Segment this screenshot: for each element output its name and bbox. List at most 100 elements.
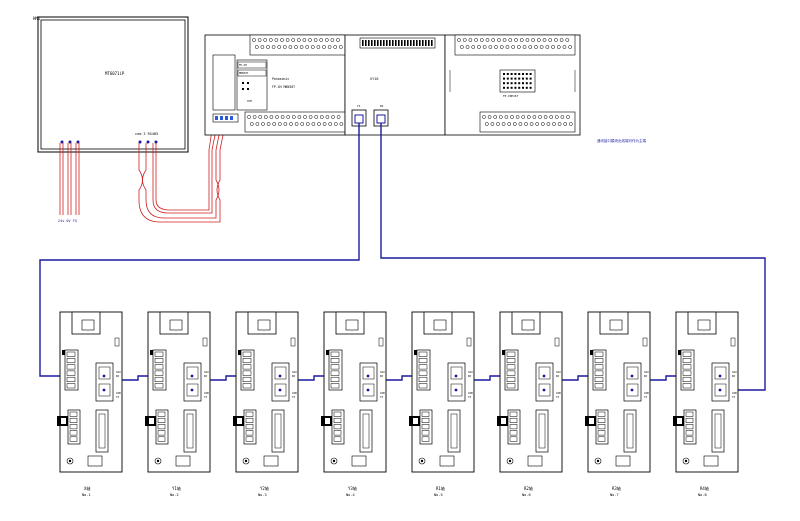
hmi-power-label: 24v 0V FG <box>58 219 77 223</box>
drive-port-label: TX <box>116 395 120 399</box>
drive-axis-caption: X轴 <box>84 485 90 491</box>
drive-port-label: TX <box>468 395 472 399</box>
drive-port-label: RX <box>292 374 296 378</box>
drive-port-label: X2B <box>644 391 649 395</box>
port-x2b-dot-2 <box>190 388 194 392</box>
hmi-corner-label: HMI <box>33 16 41 21</box>
drive-port-label: X2A <box>204 370 209 374</box>
port-x2b-dot-7 <box>630 388 634 392</box>
port-x2a-dot-3 <box>278 374 282 378</box>
expansion-bottom-terminals <box>482 115 573 126</box>
drive-number: No.3 <box>258 493 267 497</box>
drive-port-label: RX <box>380 374 384 378</box>
drive-number: No.2 <box>170 493 179 497</box>
port-right-label: R1 <box>380 104 384 108</box>
hmi-rs485-terminals <box>138 140 158 144</box>
drive-number: No.5 <box>434 493 443 497</box>
expansion-unit: FP-X0E16T <box>444 34 581 136</box>
drive-number: No.4 <box>346 493 355 497</box>
port-x2a-dot-8 <box>718 374 722 378</box>
hmi-power-terminals <box>60 140 80 144</box>
plc-comm-label: COM <box>247 99 252 103</box>
drive-number: No.1 <box>82 493 91 497</box>
comm-module: XY16 T1 R1 <box>344 34 446 136</box>
drive-number: No.8 <box>698 493 707 497</box>
rs485-wires <box>138 120 225 223</box>
drive-port-label: X2A <box>468 370 473 374</box>
port-x2b-dot-6 <box>542 388 546 392</box>
port-x2a-dot-6 <box>542 374 546 378</box>
drive-axis-caption: R1轴 <box>436 485 445 491</box>
drive-port-label: RX <box>204 374 208 378</box>
drive-port-label: X2B <box>204 391 209 395</box>
servo-drives: X2ARXX2BTXX轴No.1X2ARXX2BTXY1轴No.2X2ARXX2… <box>57 311 739 497</box>
expansion-top-terminals <box>457 38 573 49</box>
plc-bottom-terminals <box>247 115 344 126</box>
hmi-panel: HMI MT6071iP com 3 RS485 <box>33 16 189 153</box>
plc-top-terminals <box>252 38 343 49</box>
expansion-io-leds <box>503 73 532 89</box>
drive-port-label: RX <box>468 374 472 378</box>
comm-module-label: XY16 <box>370 77 378 81</box>
drive-axis-caption: R4轴 <box>700 485 709 491</box>
drive-port-label: X2A <box>380 370 385 374</box>
comm-module-pins <box>362 40 433 46</box>
drive-port-label: X2A <box>116 370 121 374</box>
drive-port-label: TX <box>292 395 296 399</box>
drive-port-label: X2A <box>292 370 297 374</box>
drive-port-label: RX <box>644 374 648 378</box>
drive-axis-caption: Y2轴 <box>260 485 269 491</box>
drive-port-label: X2B <box>380 391 385 395</box>
plc-model: FP-XH M8N30T <box>272 85 295 89</box>
port-x2a-dot-1 <box>102 374 106 378</box>
drive-axis-caption: R3轴 <box>612 485 621 491</box>
drive-port-label: X2B <box>468 391 473 395</box>
drive-port-label: TX <box>644 395 648 399</box>
plc-unit: FP-XH M8N30T COM Panasonic FP-XH M8N30T <box>204 34 346 136</box>
expansion-model: FP-X0E16T <box>503 94 518 98</box>
power-wires <box>59 143 80 215</box>
drive-number: No.6 <box>522 493 531 497</box>
drive-port-label: X2A <box>732 370 737 374</box>
port-x2a-dot-7 <box>630 374 634 378</box>
drive-port-label: X2B <box>556 391 561 395</box>
drive-port-label: X2A <box>644 370 649 374</box>
drive-axis-caption: Y3轴 <box>348 485 357 491</box>
plc-tag2: M8N30T <box>239 71 249 75</box>
port-x2b-dot-5 <box>454 388 458 392</box>
plc-leds <box>242 82 249 90</box>
plc-brand: Panasonic <box>272 77 289 81</box>
hmi-model-label: MT6071iP <box>105 71 125 76</box>
drive-axis-caption: R2轴 <box>524 485 533 491</box>
drive-port-label: TX <box>732 395 736 399</box>
drive-axis-caption: Y1轴 <box>172 485 181 491</box>
drive-port-label: X2A <box>556 370 561 374</box>
plc-rs485-pins <box>215 116 233 120</box>
drive-port-label: RX <box>556 374 560 378</box>
side-note: 通讯接口模块出线端可作为主端 <box>597 138 646 143</box>
port-x2b-dot-8 <box>718 388 722 392</box>
drive-port-label: RX <box>116 374 120 378</box>
port-x2b-dot-3 <box>278 388 282 392</box>
drive-port-label: TX <box>204 395 208 399</box>
drive-port-label: X2B <box>116 391 121 395</box>
port-x2a-dot-2 <box>190 374 194 378</box>
drive-port-label: TX <box>556 395 560 399</box>
drive-port-label: RX <box>732 374 736 378</box>
port-x2a-dot-4 <box>366 374 370 378</box>
hmi-port-label: com 3 RS485 <box>135 132 158 136</box>
port-x2b-dot-1 <box>102 388 106 392</box>
drive-port-label: X2B <box>292 391 297 395</box>
drive-port-label: TX <box>380 395 384 399</box>
drive-port-label: X2B <box>732 391 737 395</box>
